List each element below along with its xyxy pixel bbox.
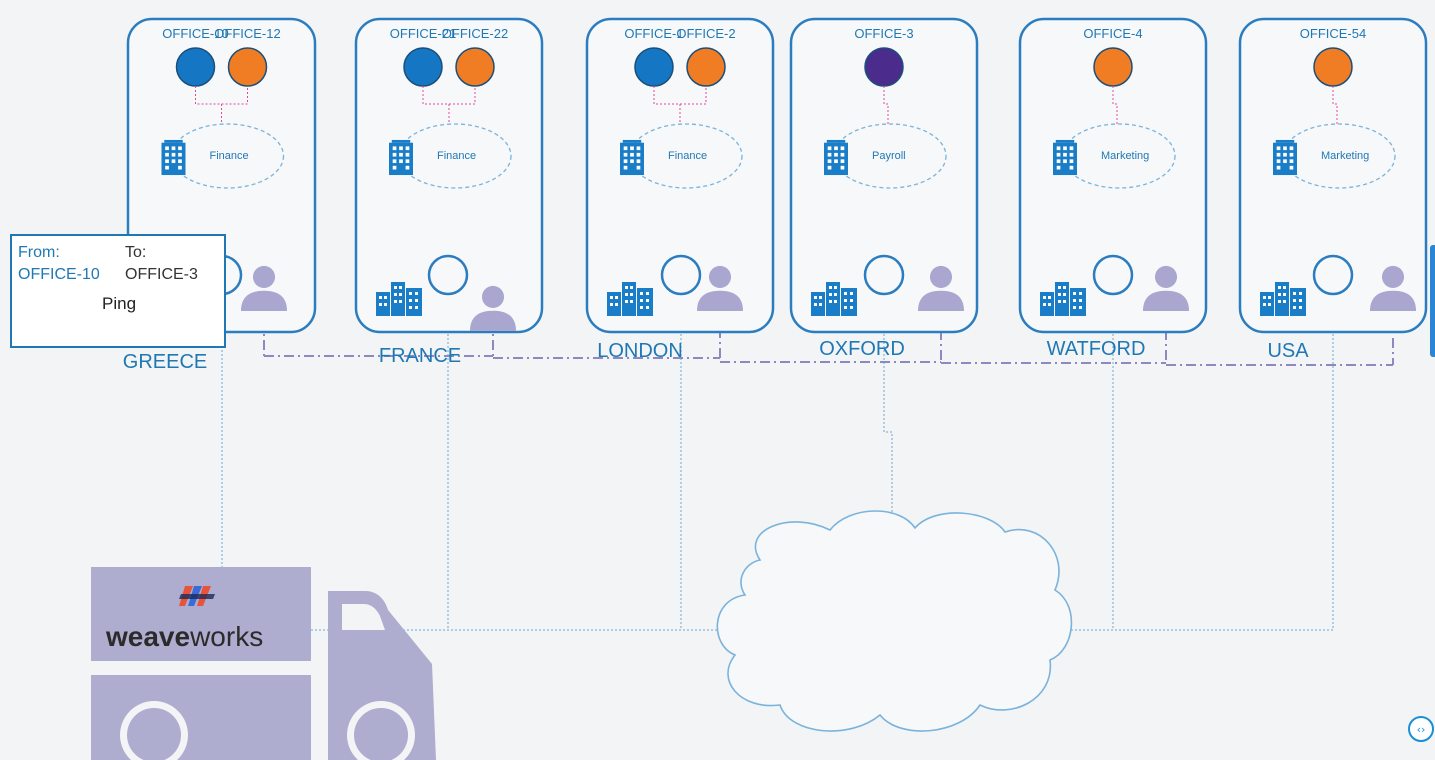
office-building-icon [161,139,186,176]
department-label: Finance [437,150,476,162]
office-building-icon [389,139,413,176]
node-label: OFFICE-4 [1083,26,1142,41]
location-label: GREECE [123,351,207,373]
node-label: OFFICE-10 [162,26,228,41]
pod-node[interactable] [455,47,495,87]
pod-node[interactable] [634,47,674,87]
department-label: Finance [210,150,249,162]
location-label: OXFORD [819,338,905,360]
pod-node[interactable] [864,47,904,87]
pod-node[interactable] [1093,47,1133,87]
location-label: LONDON [597,340,683,362]
node-label: OFFICE-2 [676,26,735,41]
from-label: From: [18,244,60,261]
internet-cloud-icon [716,510,1073,732]
weaveworks-brand: weaveworks [105,621,263,652]
node-label: OFFICE-3 [854,26,913,41]
pod-node[interactable] [175,47,216,87]
department-label: Finance [668,150,707,162]
node-label: OFFICE-21 [390,26,456,41]
weaveworks-logo-icon [179,586,215,606]
office-building-icon [824,139,848,176]
department-label: Marketing [1321,150,1369,162]
location-label: FRANCE [379,345,461,367]
pod-node[interactable] [1313,47,1353,87]
pod-node[interactable] [686,47,726,87]
office-building-icon [1053,139,1077,176]
weaveworks-truck: weaveworks [91,567,436,760]
node-label: OFFICE-12 [214,26,280,41]
lan-node[interactable] [1312,254,1354,296]
to-value: OFFICE-3 [125,266,198,283]
pod-node[interactable] [227,47,268,87]
location-label: USA [1267,340,1309,362]
lan-link [883,334,893,530]
department-label: Marketing [1101,150,1149,162]
ping-note: From: OFFICE-10 To: OFFICE-3 Ping [10,234,226,348]
lan-node[interactable] [863,254,905,296]
location-label: WATFORD [1047,338,1146,360]
lan-node[interactable] [1092,254,1134,296]
department-label: Payroll [872,150,906,162]
ping-message: Ping [102,294,137,313]
side-panel-tab[interactable] [1430,245,1435,357]
node-label: OFFICE-1 [624,26,683,41]
lan-node[interactable] [427,254,469,296]
pod-node[interactable] [403,47,443,87]
code-brackets-icon[interactable]: ‹› [1408,716,1434,742]
node-label: OFFICE-22 [442,26,508,41]
office-building-icon [1273,139,1297,176]
to-label: To: [125,244,147,261]
from-value: OFFICE-10 [18,266,100,283]
lan-node[interactable] [660,254,702,296]
network-wires [221,320,1394,631]
node-label: OFFICE-54 [1300,26,1366,41]
office-building-icon [620,139,644,176]
